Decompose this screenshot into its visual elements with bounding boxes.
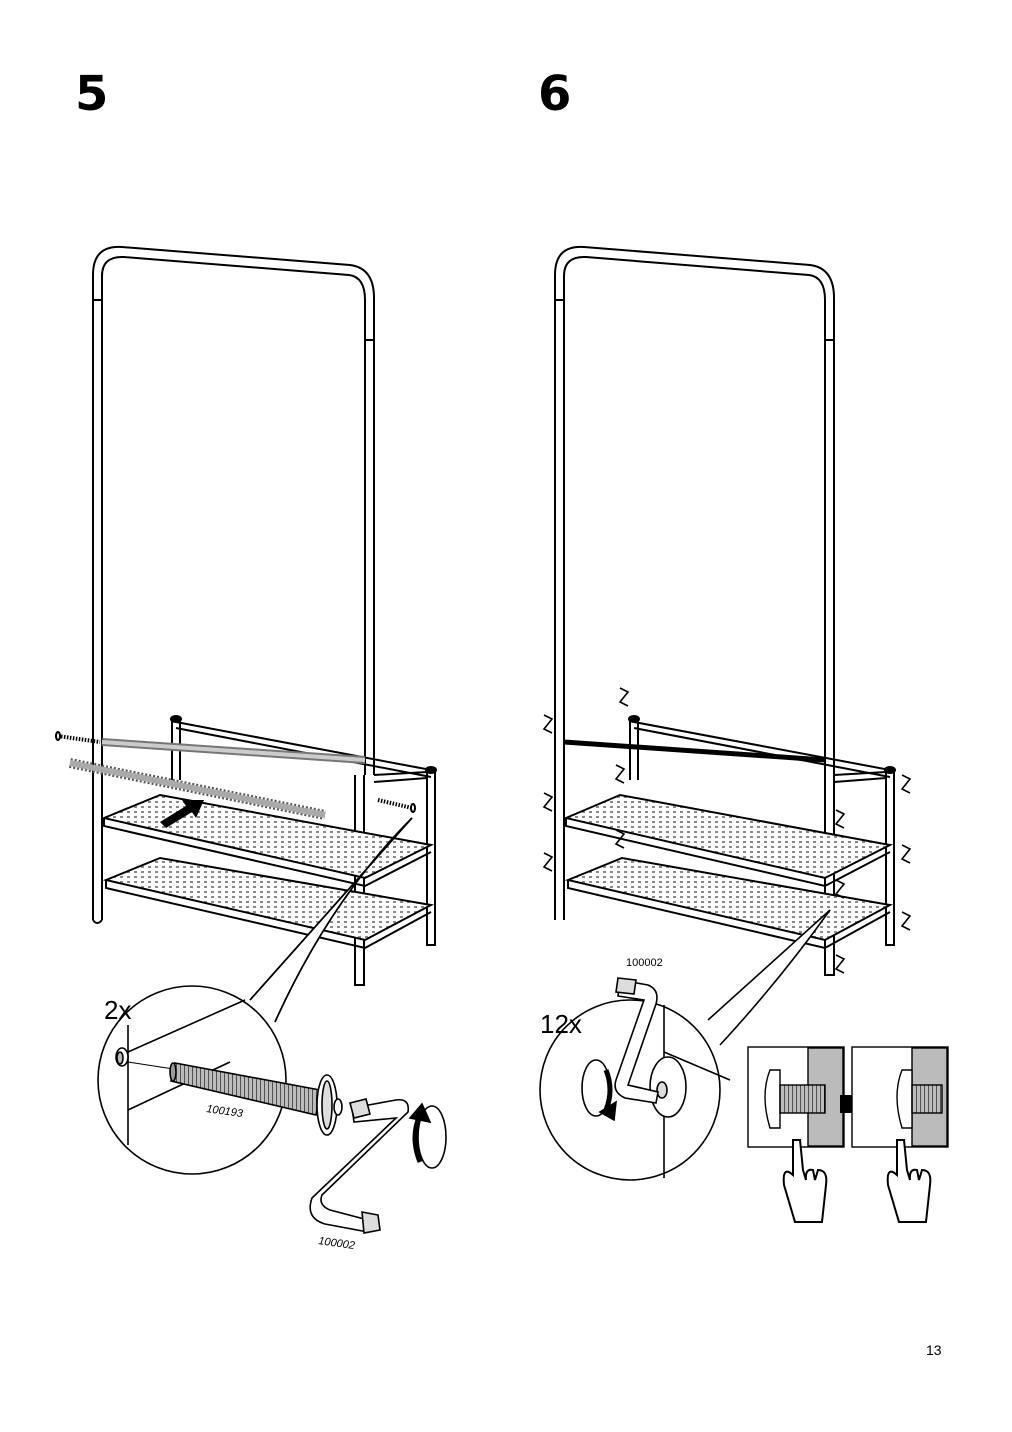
part-label-100002-step6: 100002 <box>626 957 663 969</box>
step-5-rack <box>55 245 437 986</box>
step-5-number: 5 <box>75 66 109 122</box>
step-5-quantity: 2x <box>104 995 131 1025</box>
insert-arrow-icon <box>160 800 204 828</box>
part-label-100002-step5: 100002 <box>318 1235 356 1252</box>
rotate-clockwise-icon <box>408 1102 447 1169</box>
step-6-number: 6 <box>538 66 572 122</box>
screw-detail-after <box>851 1046 949 1148</box>
allen-key-icon <box>309 1098 410 1234</box>
step-6-quantity: 12x <box>540 1009 582 1039</box>
step-6-rack <box>554 245 896 976</box>
hand-touch-icon-2 <box>886 1139 932 1223</box>
part-label-100193: 100193 <box>206 1103 245 1120</box>
hand-touch-icon <box>782 1139 828 1223</box>
page-number: 13 <box>926 1342 942 1358</box>
bolt-100193 <box>169 1062 343 1136</box>
allen-key-markers <box>542 687 912 974</box>
allen-key-step6-icon <box>614 977 659 1104</box>
screw-detail-before <box>747 1046 845 1148</box>
rotate-clockwise-icon-step6 <box>581 1059 617 1122</box>
